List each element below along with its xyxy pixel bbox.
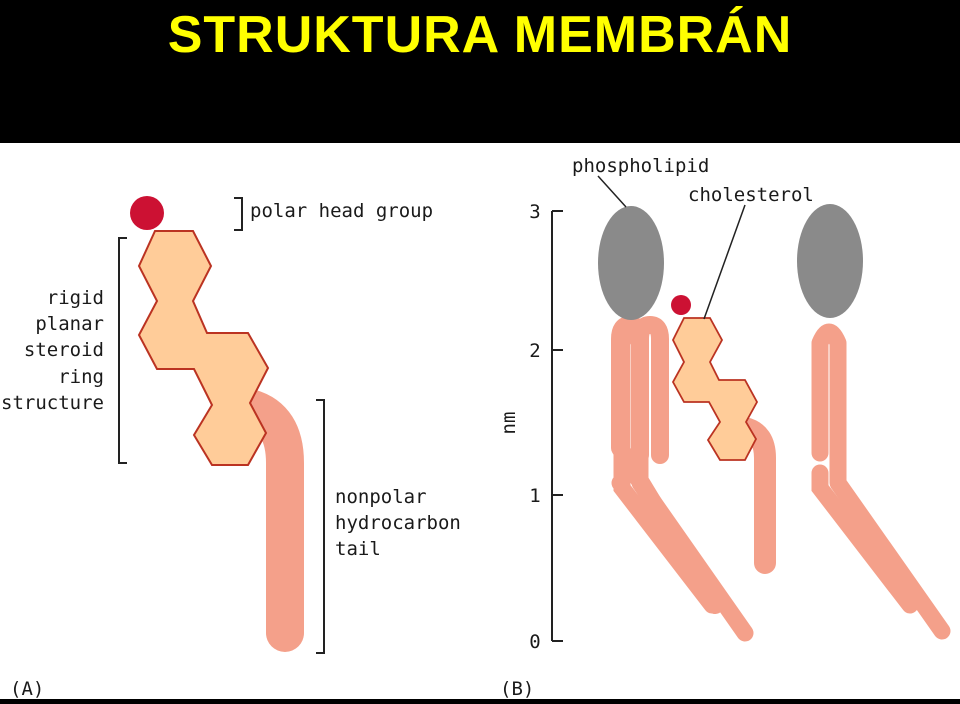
phospholipid-right-tail-b — [811, 464, 919, 614]
polar-head-label: polar head group — [250, 200, 433, 222]
tick-label-1: 1 — [529, 485, 540, 507]
phospholipid-label: phospholipid — [572, 155, 709, 177]
panel-b-label: (B) — [500, 678, 534, 699]
membrane-cholesterol-ring — [671, 317, 759, 461]
tick-label-2: 2 — [529, 340, 540, 362]
phospholipid-right-tail-a — [811, 323, 951, 640]
ring-label-3: steroid — [24, 339, 104, 361]
ring-label-1: rigid — [47, 287, 104, 309]
axis-unit-label: nm — [498, 412, 520, 435]
diagram-canvas: polar head group rigid planar steroid ri… — [0, 143, 960, 700]
membrane-cholesterol-head — [671, 295, 691, 315]
ring-label-2: planar — [35, 313, 104, 335]
ring-label-4: ring — [58, 366, 104, 388]
tick-label-3: 3 — [529, 201, 540, 223]
phospholipid-left-head — [598, 206, 664, 320]
cholesterol-leader — [703, 204, 746, 320]
phospholipid-left-tail-a — [613, 323, 754, 642]
polar-head-dot — [130, 196, 164, 230]
tail-label-3: tail — [335, 538, 381, 560]
phospholipid-left-tail-c — [613, 464, 721, 614]
membrane-diagram: polar head group rigid planar steroid ri… — [1, 155, 951, 700]
panel-a: polar head group rigid planar steroid ri… — [1, 196, 461, 700]
steroid-ring — [137, 230, 270, 466]
cholesterol-label: cholesterol — [688, 184, 814, 206]
panel-a-label: (A) — [10, 678, 44, 699]
page-title: STRUKTURA MEMBRÁN — [167, 6, 793, 64]
ring-label-5: structure — [1, 392, 104, 414]
cholesterol-tail — [231, 389, 304, 652]
panel-b: phospholipid cholesterol 3 2 1 0 nm (B) — [498, 155, 951, 700]
tick-label-0: 0 — [529, 631, 540, 653]
phospholipid-leader — [597, 175, 627, 208]
tail-label-1: nonpolar — [335, 486, 427, 508]
polar-head-bracket — [234, 197, 243, 231]
phospholipid-right-head — [797, 204, 863, 318]
tail-label-2: hydrocarbon — [335, 512, 461, 534]
ring-bracket — [118, 237, 127, 464]
tail-bracket — [316, 399, 325, 654]
